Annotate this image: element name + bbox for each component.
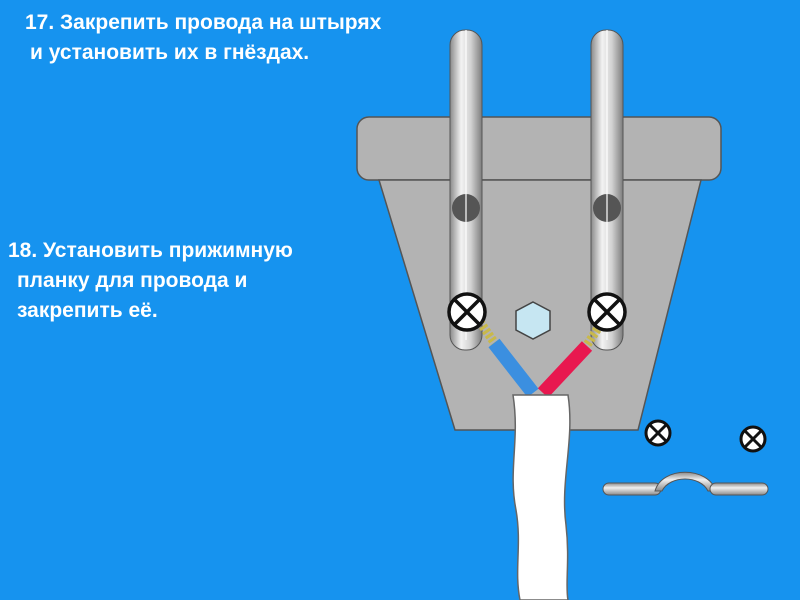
wire-right-core [581,322,604,351]
clamp-bar-left [602,482,662,496]
cable [512,394,571,600]
pin-left [449,29,483,351]
wire-right [537,322,604,398]
wire-left [476,319,539,398]
loose-screw-2-icon [739,425,767,453]
hex-nut-icon [515,301,551,340]
step-17-line-2: и установить их в гнёздах. [30,41,310,64]
screw-right-icon [587,292,627,332]
step-17-line-1: 17. Закрепить провода на штырях [25,11,382,34]
loose-screw-1-icon [644,419,672,447]
step-17-caption: 17. Закрепить провода на штырях и устано… [25,8,381,68]
pin-right [590,29,624,351]
clamp-bar [602,471,769,496]
step-18-line-2: планку для провода и [17,269,248,292]
wire-left-insulation [488,338,539,398]
step-18-line-3: закрепить её. [17,299,158,322]
wire-right-insulation [537,341,593,398]
screw-left-icon [447,292,487,332]
clamp-bar-arch [654,471,717,492]
plug-body [356,116,722,431]
clamp-bar-right [709,482,769,496]
plug-top-rim [356,116,722,181]
step-18-caption: 18. Установить прижимную планку для пров… [8,236,293,326]
step-18-line-1: 18. Установить прижимную [8,239,293,262]
